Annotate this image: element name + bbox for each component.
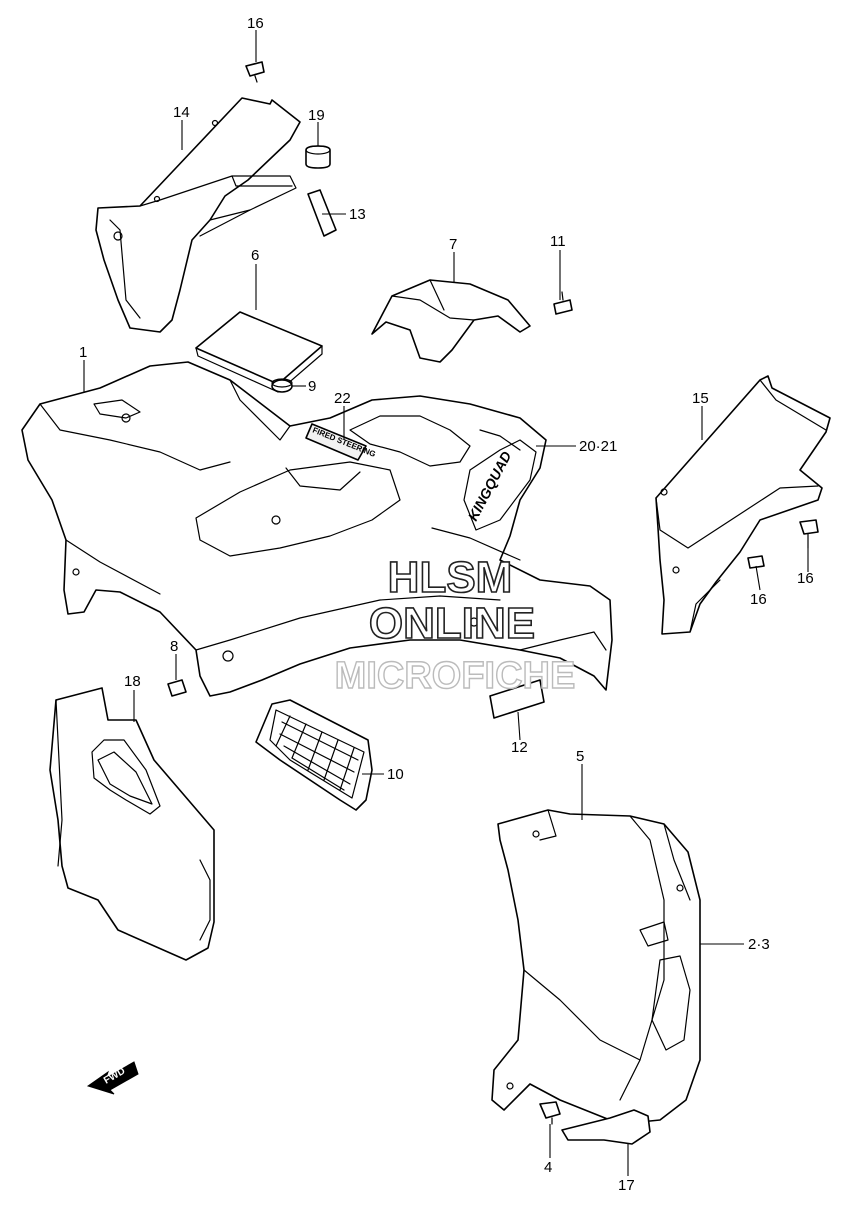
part-19-grommet xyxy=(305,145,331,169)
part-16-bolt-center xyxy=(747,555,765,569)
callout-15: 15 xyxy=(692,390,709,407)
part-4-bolt xyxy=(539,1101,561,1125)
watermark-line-3: MICROFICHE xyxy=(335,655,576,697)
part-17-small-guard xyxy=(561,1109,651,1145)
part-1-front-fender xyxy=(21,361,613,697)
callout-6: 6 xyxy=(251,247,259,264)
fwd-arrow-icon: FWD xyxy=(86,1061,139,1095)
part-12-pad xyxy=(489,679,545,719)
part-8-bolt xyxy=(167,679,187,697)
part-13-pad xyxy=(307,189,337,237)
watermark-line-2: ONLINE xyxy=(369,599,535,648)
watermark: HLSM ONLINE MICROFICHE xyxy=(334,552,576,698)
callout-17: 17 xyxy=(618,1177,635,1194)
callout-9: 9 xyxy=(308,378,316,395)
part-16-bolt-right xyxy=(799,519,819,549)
part-2-3-mud-guard xyxy=(491,809,701,1125)
callout-13: 13 xyxy=(349,206,366,223)
callout-18: 18 xyxy=(124,673,141,690)
callout-10: 10 xyxy=(387,766,404,783)
watermark-line-1: HLSM xyxy=(388,553,513,602)
part-10-grille xyxy=(255,699,373,811)
part-14-left-side-cover xyxy=(95,97,301,333)
callout-11: 11 xyxy=(550,233,566,250)
part-18-inner-panel xyxy=(49,687,215,961)
part-7-front-cover xyxy=(371,279,531,363)
callout-2-3: 2·3 xyxy=(748,936,770,953)
callout-1: 1 xyxy=(79,344,87,361)
part-11-bolt xyxy=(553,291,573,315)
callout-4: 4 xyxy=(544,1159,552,1176)
part-16-bolt-top xyxy=(245,61,265,83)
callout-12: 12 xyxy=(511,739,528,756)
leader-lines xyxy=(83,30,809,1176)
callout-labels: 16 14 19 13 7 11 6 1 9 22 20·21 15 16 16… xyxy=(79,15,814,1194)
callout-19: 19 xyxy=(308,107,325,124)
callout-8: 8 xyxy=(170,638,178,655)
callout-14: 14 xyxy=(173,104,190,121)
callout-16-top: 16 xyxy=(247,15,264,32)
part-9-cushion xyxy=(271,378,293,393)
callout-5: 5 xyxy=(576,748,584,765)
callout-20-21: 20·21 xyxy=(579,438,617,455)
callout-16-center: 16 xyxy=(750,591,767,608)
callout-22: 22 xyxy=(334,390,351,407)
callout-16-right: 16 xyxy=(797,570,814,587)
part-15-right-side-cover xyxy=(655,375,831,635)
callout-7: 7 xyxy=(449,236,457,253)
